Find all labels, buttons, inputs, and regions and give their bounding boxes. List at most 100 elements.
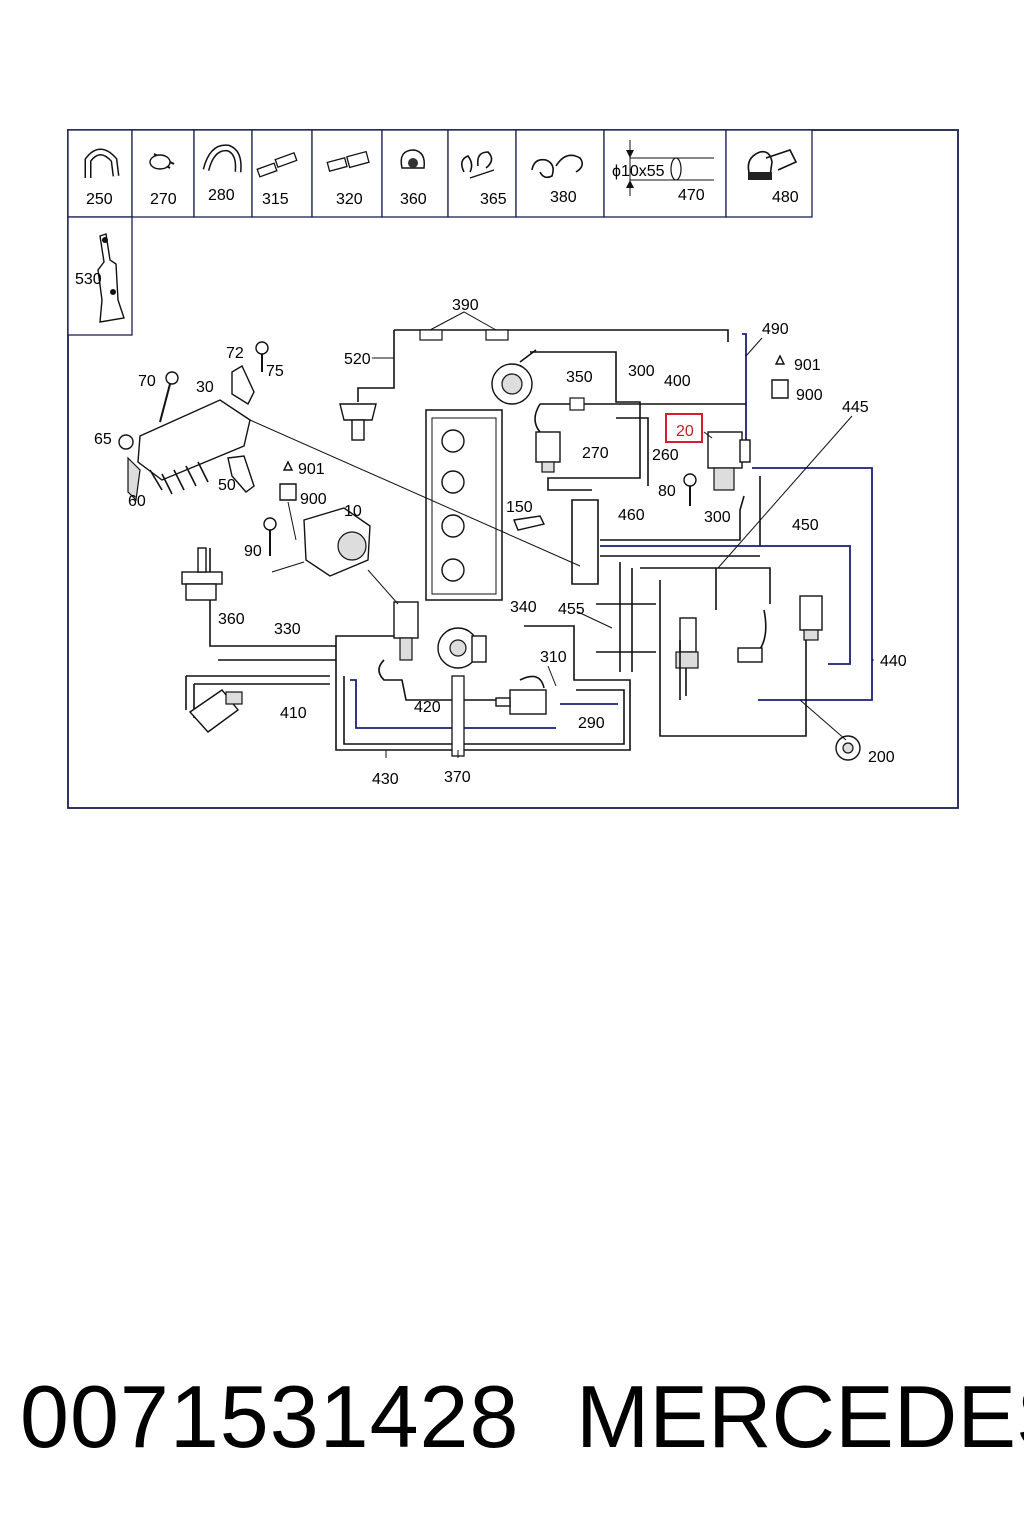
pump-component <box>491 349 537 405</box>
pump-340 <box>437 627 487 669</box>
mounting-bracket-icon <box>97 233 125 323</box>
legend-label: 270 <box>150 191 177 208</box>
t-connector-icon <box>256 151 298 178</box>
legend-label: 280 <box>208 187 235 204</box>
valve-right-c <box>737 647 763 663</box>
callout-901[interactable]: 901 <box>298 461 325 478</box>
clip-icon <box>400 149 426 169</box>
ecu-module-30 <box>118 399 251 502</box>
clamp-icon <box>747 149 798 180</box>
legend-cell-480[interactable]: 480 <box>725 129 813 218</box>
valve-310 <box>495 689 547 715</box>
callout-150[interactable]: 150 <box>506 499 533 516</box>
legend-label: 365 <box>480 191 507 208</box>
callout-50[interactable]: 50 <box>218 477 236 494</box>
legend-label: 360 <box>400 191 427 208</box>
callout-450[interactable]: 450 <box>792 517 819 534</box>
bolt-70 <box>159 371 179 423</box>
valve-right-b <box>799 595 823 641</box>
legend-cell-360[interactable]: 360 <box>381 129 449 218</box>
callout-90[interactable]: 90 <box>244 543 262 560</box>
callout-60[interactable]: 60 <box>128 493 146 510</box>
bolt-75 <box>255 341 269 372</box>
valve-410-component <box>188 689 243 733</box>
callout-20[interactable]: 20 <box>676 423 694 440</box>
callout-330[interactable]: 330 <box>274 621 301 638</box>
leader-lines <box>249 311 874 758</box>
callout-290[interactable]: 290 <box>578 715 605 732</box>
legend-label: 470 <box>678 187 705 204</box>
callout-300[interactable]: 300 <box>628 363 655 380</box>
legend-cell-365[interactable]: 365 <box>447 129 517 218</box>
legend-cell-320[interactable]: 320 <box>311 129 383 218</box>
cap-901-900-left <box>279 460 297 501</box>
callout-445[interactable]: 445 <box>842 399 869 416</box>
vacuum-lines <box>185 329 873 757</box>
callout-65[interactable]: 65 <box>94 431 112 448</box>
legend-label: 250 <box>86 191 113 208</box>
filter-component <box>181 547 223 601</box>
engine-block <box>425 409 503 601</box>
actuator-10 <box>303 507 371 577</box>
legend-label: 480 <box>772 189 799 206</box>
callout-72[interactable]: 72 <box>226 345 244 362</box>
highlight-box <box>665 413 703 443</box>
callout-370[interactable]: 370 <box>444 769 471 786</box>
callout-900[interactable]: 900 <box>796 387 823 404</box>
legend-label: 320 <box>336 191 363 208</box>
callout-455[interactable]: 455 <box>558 601 585 618</box>
part-number-caption: 0071531428 <box>20 1367 520 1466</box>
reducer-connector-icon <box>326 150 370 172</box>
legend-cell-530[interactable]: 530 <box>67 216 133 336</box>
callout-260[interactable]: 260 <box>652 447 679 464</box>
callout-200[interactable]: 200 <box>868 749 895 766</box>
callout-420[interactable]: 420 <box>414 699 441 716</box>
tube-dimension-text: ϕ10x55 <box>612 163 665 180</box>
callout-400[interactable]: 400 <box>664 373 691 390</box>
callout-340[interactable]: 340 <box>510 599 537 616</box>
callout-80[interactable]: 80 <box>658 483 676 500</box>
callout-360[interactable]: 360 <box>218 611 245 628</box>
components <box>118 341 861 761</box>
bracket-clip-icon <box>531 154 584 179</box>
bolt-80 <box>683 473 697 506</box>
legend-cell-250[interactable]: 250 <box>67 129 133 218</box>
callout-490[interactable]: 490 <box>762 321 789 338</box>
bolt-90 <box>263 517 277 556</box>
legend-cell-380[interactable]: 380 <box>515 129 605 218</box>
callout-901[interactable]: 901 <box>794 357 821 374</box>
callout-270[interactable]: 270 <box>582 445 609 462</box>
sensor-200 <box>835 735 861 761</box>
cap-901-900-right <box>771 354 789 399</box>
callout-520[interactable]: 520 <box>344 351 371 368</box>
callout-350[interactable]: 350 <box>566 369 593 386</box>
legend-label: 315 <box>262 191 289 208</box>
callout-430[interactable]: 430 <box>372 771 399 788</box>
valve-center <box>393 601 419 661</box>
callout-70[interactable]: 70 <box>138 373 156 390</box>
callout-300[interactable]: 300 <box>704 509 731 526</box>
legend-label: 530 <box>75 271 102 288</box>
legend-row: 250 270 280 315 <box>67 129 813 336</box>
nipple-150 <box>513 515 546 531</box>
callout-460[interactable]: 460 <box>618 507 645 524</box>
callouts: 390 520 490 901 900 300 350 400 445 72 7… <box>94 297 907 788</box>
callout-410[interactable]: 410 <box>280 705 307 722</box>
double-clip-icon <box>460 151 495 179</box>
callout-310[interactable]: 310 <box>540 649 567 666</box>
callout-440[interactable]: 440 <box>880 653 907 670</box>
legend-label: 380 <box>550 189 577 206</box>
callout-10[interactable]: 10 <box>344 503 362 520</box>
bracket-72 <box>227 364 255 493</box>
valve-right-a <box>675 617 699 700</box>
legend-cell-315[interactable]: 315 <box>251 129 313 218</box>
callout-900[interactable]: 900 <box>300 491 327 508</box>
callout-30[interactable]: 30 <box>196 379 214 396</box>
legend-cell-470[interactable]: ϕ10x55 470 <box>603 129 727 218</box>
callout-75[interactable]: 75 <box>266 363 284 380</box>
legend-cell-280[interactable]: 280 <box>193 129 253 218</box>
valve-260-component <box>535 431 561 473</box>
callout-390[interactable]: 390 <box>452 297 479 314</box>
tube-dimension-icon <box>626 140 714 196</box>
legend-cell-270[interactable]: 270 <box>131 129 195 218</box>
